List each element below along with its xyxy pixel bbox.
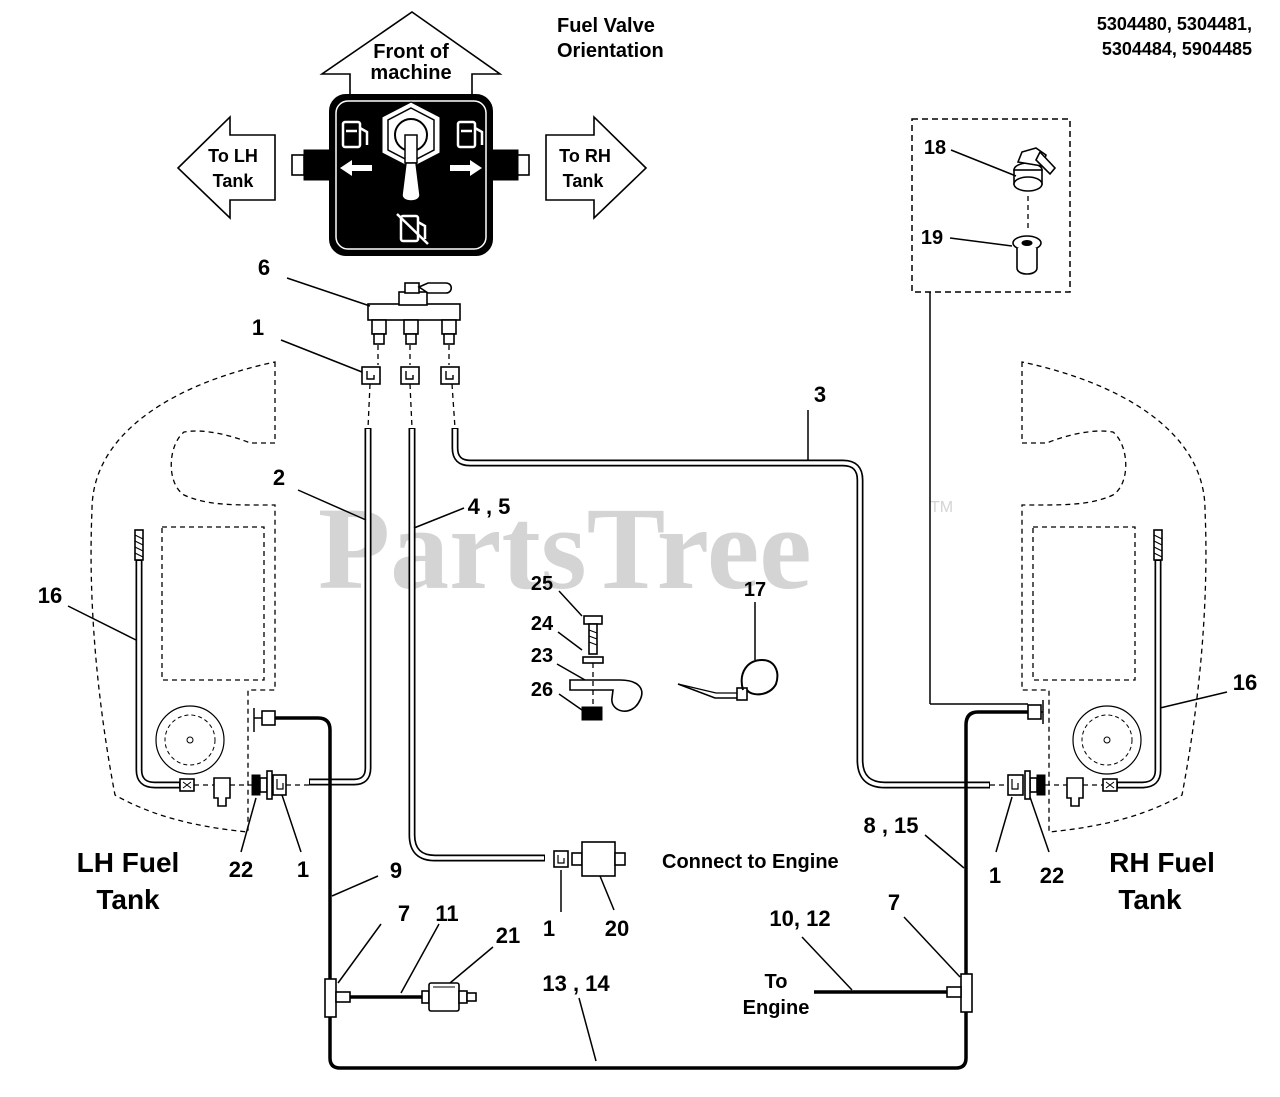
callout-7-left: 7 [398,901,410,926]
fuel-valve-orientation-title-2: Orientation [557,40,664,62]
callout-22-left: 22 [229,857,253,882]
lh-tank-label-2: Tank [96,884,160,915]
lh-tank-label-1: LH Fuel [77,847,180,878]
callout-10-12: 10, 12 [769,906,830,931]
valve-handle [401,162,421,202]
callout-26: 26 [531,679,553,701]
rh-tank-fittings [990,700,1118,807]
callout-22-right: 22 [1040,863,1064,888]
inline-filter-21 [421,982,477,1012]
tee-fitting-7-right [946,973,973,1013]
callouts: 6 1 3 2 4 , 5 16 16 18 19 25 24 23 26 17… [38,137,1257,996]
fuel-pump-icon [341,120,369,149]
rh-tank-label-1: RH Fuel [1109,847,1215,878]
lh-arrow-label-1: To LH [208,146,258,166]
model-numbers-1: 5304480, 5304481, [1097,14,1252,34]
callout-9: 9 [390,858,402,883]
lh-arrow-label-2: Tank [213,171,255,191]
callout-23: 23 [531,645,553,667]
callout-6: 6 [258,255,270,280]
valve-orientation-inset: Front of machine To LH Tank To RH Tank [176,11,648,256]
callout-2: 2 [273,465,285,490]
fuel-valve-6 [367,282,461,345]
fuel-hoses [135,428,1162,862]
callout-1-mid: 1 [543,916,555,941]
callout-21: 21 [496,923,520,948]
watermark-tm: TM [930,499,953,516]
hose-clamp-1 [361,366,460,385]
model-numbers-2: 5304484, 5904485 [1102,39,1252,59]
callout-24: 24 [531,613,554,635]
callout-13-14: 13 , 14 [542,971,610,996]
fuel-off-icon [396,213,429,245]
lh-tank-fittings [179,708,309,807]
fuel-filter-20 [553,841,626,877]
callout-16-left: 16 [38,583,62,608]
callout-8-15: 8 , 15 [863,813,918,838]
callout-7-right: 7 [888,890,900,915]
leader-lines [67,149,1228,1062]
fuel-lines [275,292,1028,1070]
lh-arrow [176,115,276,220]
rh-arrow-label-2: Tank [563,171,605,191]
cable-tie-17 [677,658,779,701]
callout-4-5: 4 , 5 [468,494,511,519]
callout-18: 18 [924,137,946,159]
callout-1-left: 1 [297,857,309,882]
to-engine-label-2: Engine [743,997,810,1019]
callout-1: 1 [252,315,264,340]
callout-11: 11 [435,901,458,926]
fuel-valve-orientation-title-1: Fuel Valve [557,15,655,37]
callout-17: 17 [744,579,766,601]
hose-end-fittings [134,529,1163,561]
rh-arrow-label-1: To RH [559,146,611,166]
callout-16-right: 16 [1233,670,1257,695]
callout-25: 25 [531,573,553,595]
callout-1-right: 1 [989,863,1001,888]
to-engine-label-1: To [765,971,788,993]
clip-hardware [569,615,643,721]
lh-tank-outline [90,361,276,833]
callout-20: 20 [605,916,629,941]
vent-inset-box [911,118,1071,293]
callout-19: 19 [921,227,943,249]
tee-fitting-7-left [324,978,351,1018]
bushing-19 [1012,235,1042,275]
watermark: PartsTree [318,483,812,614]
front-label-2: machine [370,62,451,84]
rh-tank-outline [1021,361,1207,833]
vent-cap-18 [1013,147,1057,192]
callout-3: 3 [814,382,826,407]
front-label-1: Front of [373,41,449,63]
connect-to-engine-label: Connect to Engine [662,851,839,873]
fuel-pump-icon [456,120,484,149]
rh-arrow [545,115,648,220]
rh-tank-label-2: Tank [1118,884,1182,915]
